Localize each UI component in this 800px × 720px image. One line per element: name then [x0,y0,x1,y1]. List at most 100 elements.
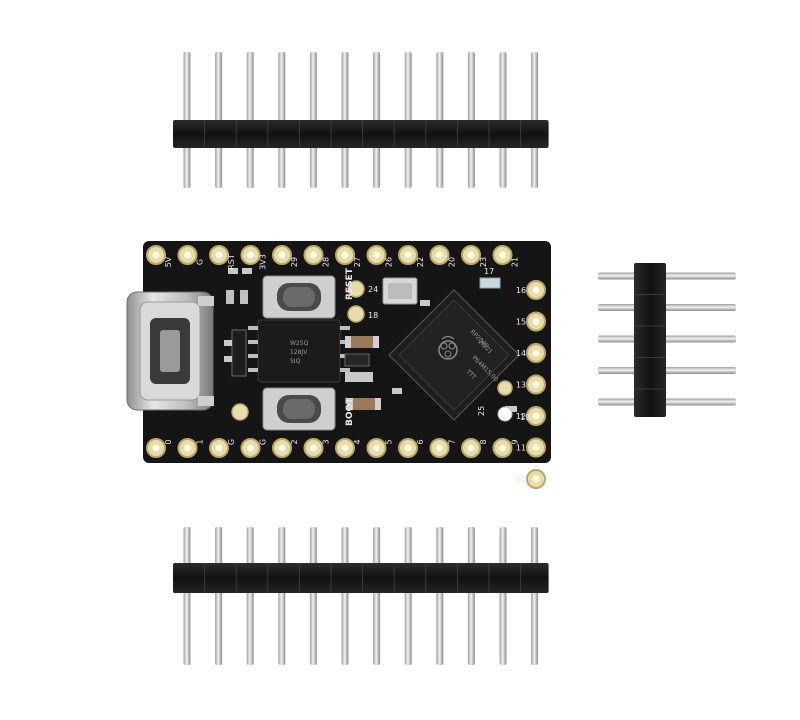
pin-label: 5 [385,439,394,444]
header-pin [598,398,736,406]
pin-label: 22 [416,257,425,267]
header-pin [373,527,381,665]
pad-hole [404,444,412,452]
pad-hole [499,251,506,259]
pad-hole [215,251,223,259]
pin-label: 3V3 [259,254,268,270]
pad-hole [152,251,160,259]
flash-chip: W25Q 128JV SIQ [248,319,350,383]
pad-hole [532,349,540,357]
pin-label: 2 [290,439,299,444]
boot-label: BOOT [345,397,355,426]
pin-19-label: 19 [520,413,530,422]
header-pin [404,527,412,665]
pin-18-label: 18 [368,311,378,320]
pin-label: G [196,259,205,265]
raspberry-logo-icon [438,335,458,360]
header-pin [598,367,736,374]
pad-hole [373,444,380,452]
pad-hole [310,251,317,259]
pin-label: 6 [416,439,425,444]
pin-24-label: 24 [368,285,378,294]
pad-hole [184,444,191,452]
rp2040-chip: RP2040 20/21 P64M15.00 TTT [388,289,520,421]
pin-label: 16 [516,286,526,295]
top-pin-header[interactable] [173,52,549,188]
header-pin [436,527,444,665]
pad-hole [247,251,254,259]
pad-hole [215,444,223,452]
pin-label: 13 [516,381,526,390]
header-plastic [173,120,549,148]
reset-label: RESET [345,267,355,300]
pad-hole [436,251,443,259]
pin-label: G [227,439,236,445]
pin-label: 28 [322,257,331,267]
pin-label: 12 [516,412,526,421]
pad-18[interactable] [347,305,365,323]
pin-label: 0 [164,439,173,444]
pad-hole [310,444,317,452]
pin-label: 4 [353,439,362,444]
header-pin [598,335,736,343]
header-pin [467,527,475,665]
pad-hole [532,286,540,294]
pad-hole [373,251,380,259]
pin-17-label: 17 [484,267,494,276]
header-pin [598,272,736,280]
pin-label: 8 [479,439,488,444]
pad-25[interactable] [497,380,513,396]
header-pin [183,527,191,665]
header-pin [598,304,736,311]
pad-hole [341,444,349,452]
pin-label: 5V [164,256,173,267]
pad-hole [532,381,540,388]
pad-hole [152,444,160,452]
pad-hole [404,251,412,259]
pin-label: 20 [448,257,457,267]
pad-hole [247,444,254,452]
pad-hole [467,251,475,259]
pad-hole [467,444,475,452]
pin-label: 29 [290,257,299,267]
pin-label: 1 [196,439,205,444]
pad-hole [278,444,286,452]
pin-25-label: 25 [477,406,486,416]
pin-label: 15 [516,318,526,327]
header-plastic [173,563,549,593]
pin-label: 23 [479,257,488,267]
header-pin [278,527,286,665]
pin-label: 7 [448,439,457,444]
passive-components [224,268,517,412]
reset-button[interactable] [262,275,336,319]
header-pin [215,527,223,665]
side-pin-header[interactable] [598,263,736,417]
bottom-pin-header[interactable] [173,527,549,665]
pad-hole [532,412,540,420]
pin-label: 10 [516,475,526,484]
header-pin [246,527,254,665]
pad-extra[interactable] [231,403,249,421]
boot-button[interactable] [262,387,336,431]
flash-text-line: W25Q [290,340,309,347]
pin-label: 9 [511,439,520,444]
pin-label: 26 [385,257,394,267]
pad-hole [278,251,286,259]
flash-text-line: SIQ [290,358,301,365]
pin-label: G [259,439,268,445]
pin-label: 11 [516,444,526,453]
pad-hole [436,444,443,452]
header-pin [309,527,317,665]
pad-24[interactable] [347,280,365,298]
header-plastic [634,263,666,417]
pad-hole [532,475,540,483]
pad-19[interactable] [497,406,513,422]
pad-hole [532,318,540,325]
usb-c-connector[interactable] [126,291,214,411]
pad-hole [532,444,540,451]
rp2040-board: RP2040 20/21 P64M15.00 TTT W25Q 128JV SI… [126,241,551,489]
